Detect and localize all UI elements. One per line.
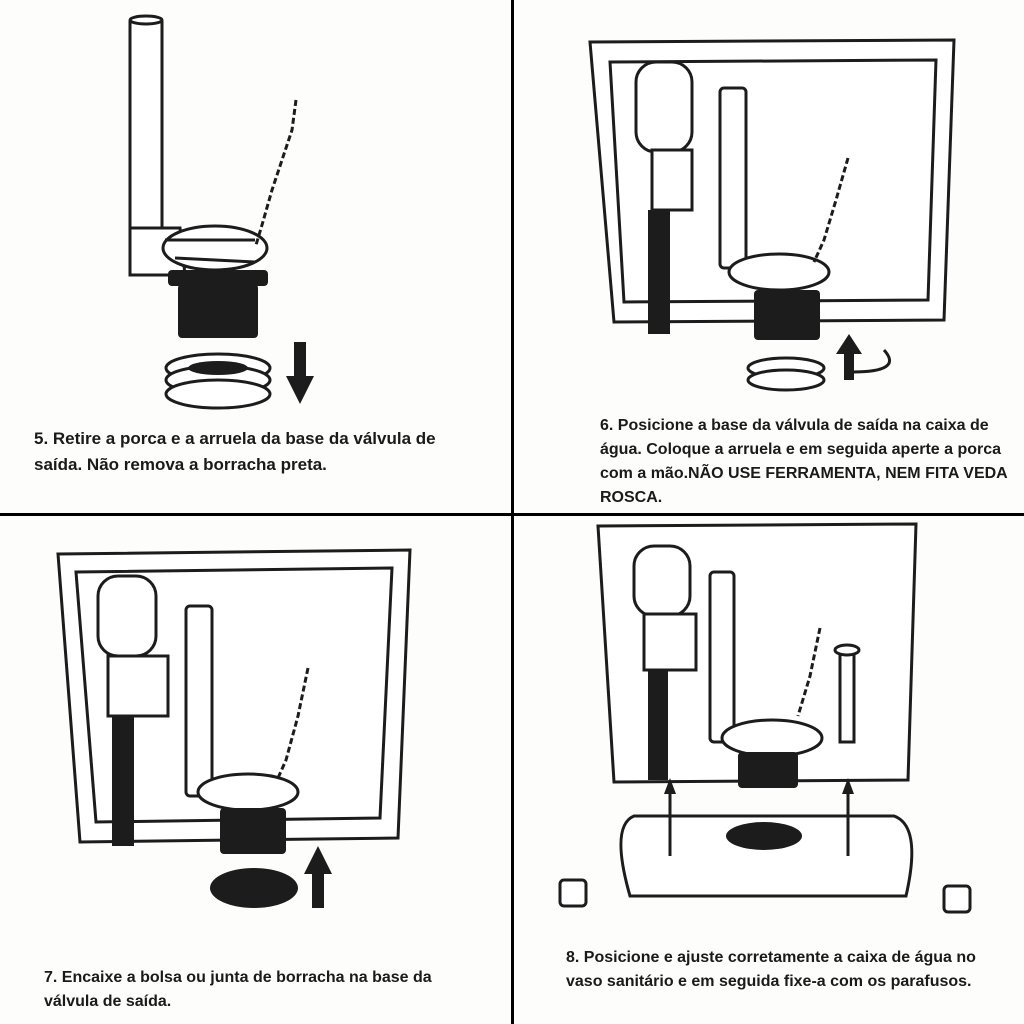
step-6-caption: 6. Posicione a base da válvula de saída … xyxy=(600,417,1008,506)
step-6-illustration xyxy=(588,38,956,392)
step-7-illustration xyxy=(56,548,412,908)
step-8-caption: 8. Posicione e ajuste corretamente a cai… xyxy=(566,949,976,990)
step-8-panel: 8. Posicione e ajuste corretamente a cai… xyxy=(514,516,1024,1024)
step-5-caption: 5. Retire a porca e a arruela da base da… xyxy=(34,429,436,474)
step-5-illustration xyxy=(128,14,314,410)
step-6-panel: 6. Posicione a base da válvula de saída … xyxy=(514,0,1024,513)
step-7-panel: 7. Encaixe a bolsa ou junta de borracha … xyxy=(0,516,511,1024)
step-8-illustration xyxy=(558,522,972,914)
horizontal-divider xyxy=(0,513,1024,516)
rotate-arrow-icon xyxy=(836,334,891,380)
vertical-divider xyxy=(511,0,514,1024)
up-arrow-icon xyxy=(304,846,332,908)
step-5-panel: 5. Retire a porca e a arruela da base da… xyxy=(0,0,511,513)
down-arrow-icon xyxy=(286,342,314,404)
step-7-caption: 7. Encaixe a bolsa ou junta de borracha … xyxy=(44,969,432,1010)
